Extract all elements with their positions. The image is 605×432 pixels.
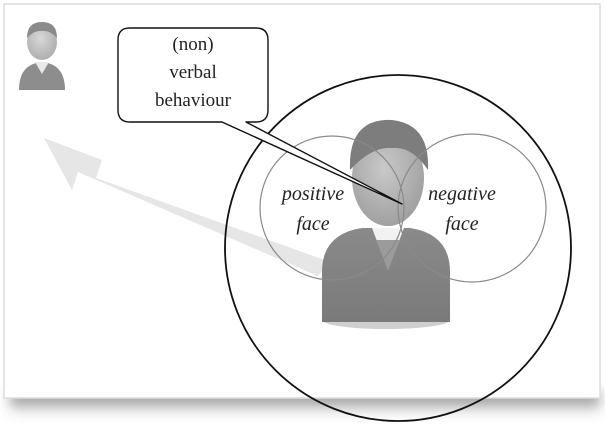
negative-face-label-line-2: face (445, 213, 478, 235)
positive-face-circle (259, 135, 405, 281)
bubble-line-2: verbal (169, 62, 216, 83)
small-person-hair (27, 22, 57, 38)
negative-face-label-line-1: negative (428, 183, 496, 205)
arrow-shape (44, 138, 330, 276)
bubble-line-1: (non) (172, 34, 213, 55)
panel-background (3, 3, 601, 399)
panel (3, 3, 601, 414)
outer-circle (224, 74, 572, 422)
positive-face-label-line-2: face (296, 213, 329, 235)
large-person-tie (376, 240, 400, 270)
speech-bubble-shape (117, 27, 403, 205)
large-person-body (322, 228, 450, 322)
direction-arrow (44, 138, 330, 276)
small-person-head (27, 24, 57, 60)
small-person-icon (19, 22, 65, 90)
negative-face-circle (397, 133, 547, 283)
large-person-icon (322, 119, 450, 329)
positive-face-label-line-1: positive (280, 183, 344, 205)
large-person-head (352, 130, 424, 226)
speech-bubble: (non) verbal behaviour (117, 27, 403, 205)
small-person-collar (35, 62, 49, 74)
bubble-line-3: behaviour (155, 90, 232, 111)
large-person-hair (349, 119, 429, 170)
small-person-body (19, 62, 65, 90)
